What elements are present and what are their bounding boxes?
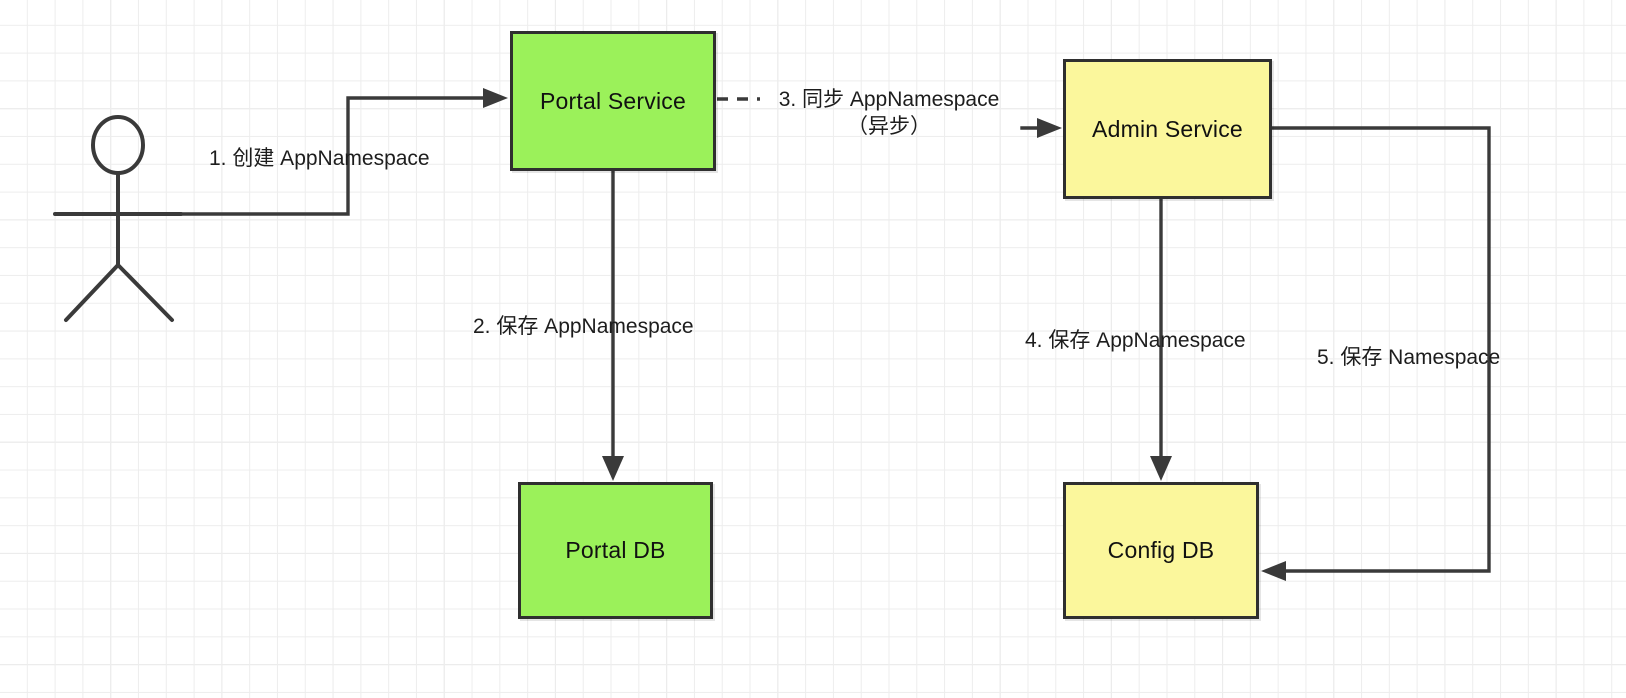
user-actor-figure: [53, 115, 183, 322]
node-portal-db-label: Portal DB: [565, 537, 666, 563]
edge-3-label-line1: 3. 同步 AppNamespace: [778, 88, 1000, 111]
edge-2-arrowhead: [602, 456, 624, 481]
actor-right-leg-line: [116, 263, 174, 322]
edge-5-label: 5. 保存 Namespace: [1317, 346, 1501, 369]
node-portal-service-label: Portal Service: [540, 87, 686, 114]
edge-2-label: 2. 保存 AppNamespace: [473, 315, 694, 338]
node-admin-service-label: Admin Service: [1092, 115, 1243, 142]
actor-head-icon: [91, 115, 145, 175]
node-config-db-label: Config DB: [1107, 537, 1215, 563]
edge-5-arrowhead: [1261, 561, 1286, 581]
edge-4-label: 4. 保存 AppNamespace: [1025, 329, 1246, 352]
actor-left-leg-line: [64, 263, 120, 322]
node-admin-service[interactable]: Admin Service: [1063, 59, 1272, 199]
edge-4-arrowhead: [1150, 456, 1172, 481]
node-portal-db[interactable]: Portal DB: [518, 482, 713, 619]
edge-3-arrowhead: [1037, 118, 1062, 138]
node-config-db[interactable]: Config DB: [1063, 482, 1259, 619]
edge-3-label-line2: （异步）: [847, 115, 931, 139]
edge-1-arrowhead: [483, 88, 508, 108]
node-portal-service[interactable]: Portal Service: [510, 31, 716, 171]
edge-1-label: 1. 创建 AppNamespace: [209, 147, 430, 170]
edge-3-label: 3. 同步 AppNamespace （异步）: [748, 86, 1030, 141]
